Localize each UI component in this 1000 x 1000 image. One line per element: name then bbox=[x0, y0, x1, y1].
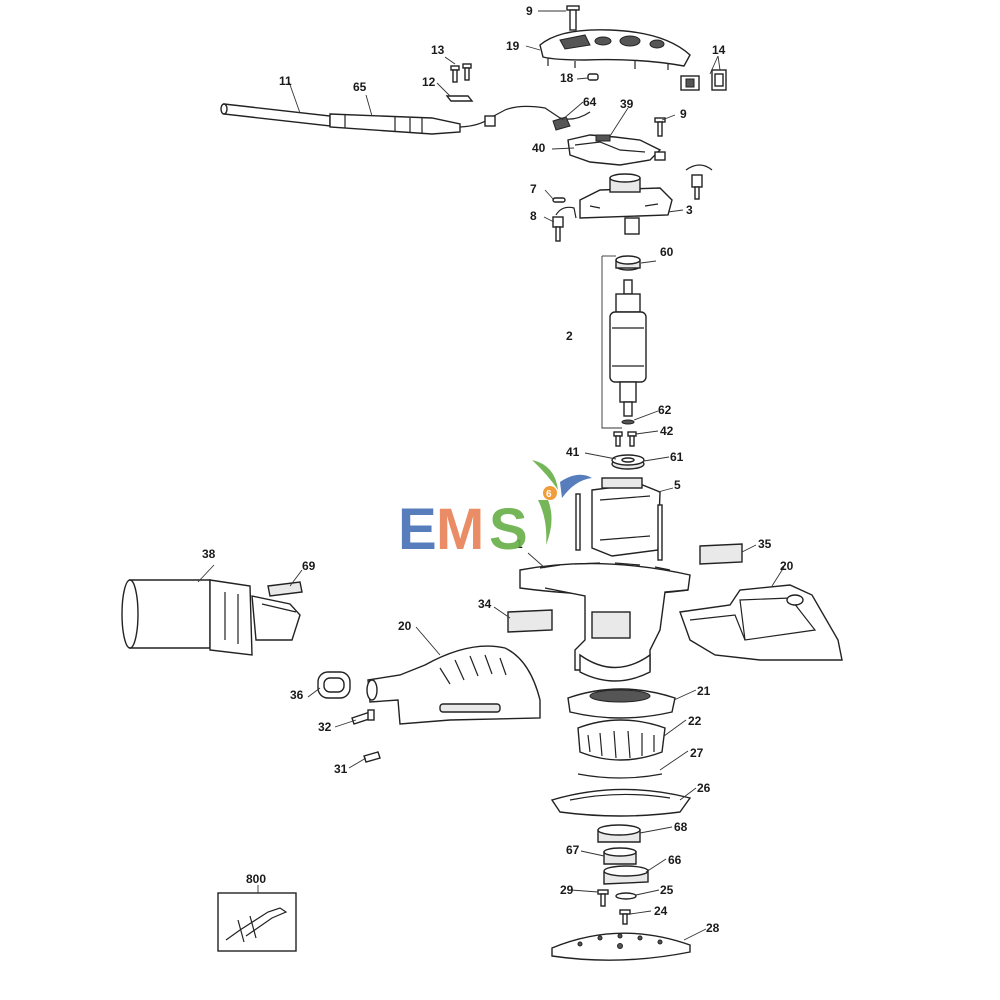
part-label-66: 66 bbox=[668, 853, 682, 867]
housing-half-20-right bbox=[679, 584, 843, 661]
part-label-34: 34 bbox=[478, 597, 492, 611]
part-label-13: 13 bbox=[431, 43, 445, 57]
part-label-22: 22 bbox=[688, 714, 702, 728]
part-label-38: 38 bbox=[202, 547, 216, 561]
cord-protector-65 bbox=[329, 105, 591, 135]
part-label-25: 25 bbox=[660, 883, 674, 897]
main-housing-1 bbox=[519, 562, 691, 682]
ems-watermark: E M S 6 bbox=[398, 460, 592, 562]
leader-lines bbox=[197, 10, 785, 941]
part-label-60: 60 bbox=[660, 245, 674, 259]
label-plate-34 bbox=[507, 609, 553, 633]
bearing-67 bbox=[603, 847, 637, 865]
part-label-2: 2 bbox=[566, 329, 573, 343]
sanding-pad-28 bbox=[551, 932, 691, 961]
washer-62 bbox=[621, 419, 635, 425]
part-label-39: 39 bbox=[620, 97, 634, 111]
part-label-40: 40 bbox=[532, 141, 546, 155]
part-label-67: 67 bbox=[566, 843, 580, 857]
part-label-68: 68 bbox=[674, 820, 688, 834]
part-label-26: 26 bbox=[697, 781, 711, 795]
part-label-9-mid: 9 bbox=[680, 107, 687, 121]
washer-25 bbox=[615, 892, 637, 900]
part-label-21: 21 bbox=[697, 684, 711, 698]
screw-24 bbox=[619, 909, 631, 925]
part-label-36: 36 bbox=[290, 688, 304, 702]
part-label-18: 18 bbox=[560, 71, 574, 85]
fan-22 bbox=[577, 719, 666, 761]
power-cord-11 bbox=[220, 103, 331, 127]
part-label-69: 69 bbox=[302, 559, 316, 573]
part-18 bbox=[587, 73, 599, 81]
watermark-letter-s: S bbox=[489, 497, 528, 562]
dust-canister-38 bbox=[121, 579, 301, 656]
part-label-28: 28 bbox=[706, 921, 720, 935]
brush-assembly-39-40 bbox=[567, 134, 666, 166]
watermark-letter-e: E bbox=[398, 497, 437, 562]
accessory-box-800 bbox=[217, 892, 297, 952]
part-label-32: 32 bbox=[318, 720, 332, 734]
switch-14 bbox=[680, 69, 727, 91]
armature-2 bbox=[609, 279, 647, 417]
filter-69 bbox=[267, 581, 303, 597]
spring-27 bbox=[577, 773, 663, 779]
part-label-65: 65 bbox=[353, 80, 367, 94]
top-cap-19 bbox=[539, 29, 691, 70]
part-label-14: 14 bbox=[712, 43, 726, 57]
pin-7 bbox=[552, 197, 566, 203]
part-label-3: 3 bbox=[686, 203, 693, 217]
label-plate-35 bbox=[699, 543, 743, 565]
part-label-9-top: 9 bbox=[526, 4, 533, 18]
part-label-19: 19 bbox=[506, 39, 520, 53]
motor-housing-top-3 bbox=[579, 173, 673, 235]
part-label-24: 24 bbox=[654, 904, 668, 918]
part-labels: 9 19 13 12 18 14 11 65 64 39 9 40 7 8 3 … bbox=[202, 4, 794, 935]
part-label-12: 12 bbox=[422, 75, 436, 89]
part-label-1: 1 bbox=[516, 537, 523, 551]
screw-29 bbox=[597, 889, 609, 907]
part-label-31: 31 bbox=[334, 762, 348, 776]
part-label-800: 800 bbox=[246, 872, 266, 886]
part-label-29: 29 bbox=[560, 883, 574, 897]
bearing-61 bbox=[611, 454, 645, 470]
screw-32 bbox=[351, 709, 375, 725]
screws-13 bbox=[450, 63, 472, 83]
brush-holder-8 bbox=[552, 206, 577, 242]
screw-9-top bbox=[566, 5, 580, 31]
part-64 bbox=[552, 116, 571, 131]
watermark-letter-m: M bbox=[436, 497, 484, 562]
shroud-26 bbox=[550, 788, 692, 817]
screw-31 bbox=[363, 751, 381, 763]
field-stator-5 bbox=[575, 477, 663, 561]
part-label-41: 41 bbox=[566, 445, 580, 459]
part-label-20-left: 20 bbox=[398, 619, 412, 633]
counterweight-66 bbox=[603, 865, 649, 885]
bearing-68 bbox=[597, 824, 641, 843]
part-label-61: 61 bbox=[670, 450, 684, 464]
part-label-11: 11 bbox=[279, 74, 292, 88]
brush-spring-right bbox=[685, 164, 713, 200]
part-label-42: 42 bbox=[660, 424, 674, 438]
ring-21 bbox=[567, 688, 676, 719]
part-label-20-right: 20 bbox=[780, 559, 794, 573]
part-label-27: 27 bbox=[690, 746, 704, 760]
housing-half-20-left bbox=[366, 645, 541, 725]
watermark-swoosh-icon bbox=[532, 460, 592, 545]
part-label-5: 5 bbox=[674, 478, 681, 492]
watermark-badge bbox=[543, 486, 557, 500]
part-label-62: 62 bbox=[658, 403, 672, 417]
part-label-64: 64 bbox=[583, 95, 597, 109]
seal-36 bbox=[317, 671, 351, 699]
watermark-badge-text: 6 bbox=[546, 489, 552, 500]
part-label-35: 35 bbox=[758, 537, 772, 551]
bearing-60 bbox=[615, 255, 641, 271]
screw-9-mid bbox=[654, 117, 666, 137]
clamp-12 bbox=[445, 95, 474, 102]
part-label-7: 7 bbox=[530, 182, 537, 196]
part-label-8: 8 bbox=[530, 209, 537, 223]
screws-42 bbox=[613, 431, 637, 447]
